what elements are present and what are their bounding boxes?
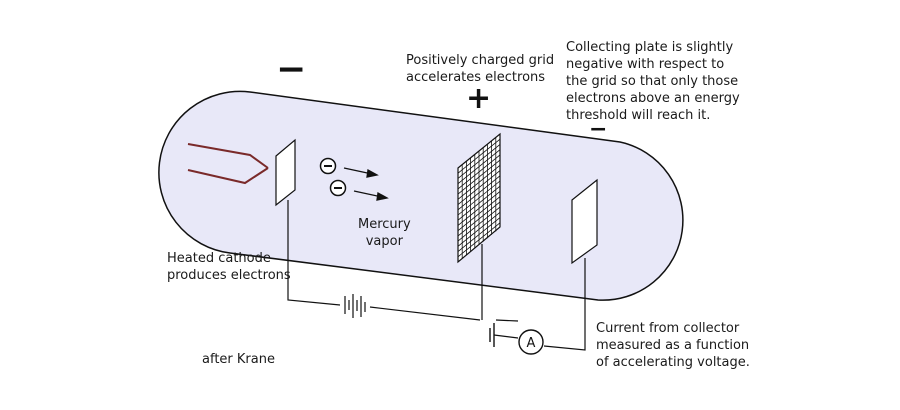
external-circuit [287,200,586,351]
grid-wire-horizontal [457,138,501,174]
grid-wire-horizontal [457,206,501,242]
grid-wire-horizontal [457,212,501,247]
grid-wire-horizontal [457,159,501,195]
grid-wire-horizontal [457,196,501,231]
grid-wire-horizontal [457,175,501,211]
grid-wire-horizontal [457,222,501,258]
filament-leads [187,143,269,185]
bias-cell [489,323,519,347]
grid-wire-horizontal [457,201,501,237]
grid-wire-horizontal [457,154,501,190]
grid-label: Positively charged grid accelerates elec… [406,53,555,85]
current-label: Current from collector measured as a fun… [596,321,750,370]
grid-wire-horizontal [457,165,501,200]
electron-1 [319,157,337,175]
grid-wire-horizontal [457,185,501,221]
grid-wire-horizontal [457,180,501,216]
collecting-plate [571,178,598,265]
accelerating-grid [457,132,501,264]
grid-wire-horizontal [457,144,501,179]
ammeter: A [518,329,544,355]
cathode-label: Heated cathode produces electrons [167,251,291,283]
electron-arrows [343,167,389,201]
battery [344,294,366,318]
grid-wire-horizontal [457,191,501,226]
grid-wire-horizontal [457,149,501,184]
grid-wire-horizontal [457,170,501,205]
grid-wire-horizontal [457,217,501,252]
plate-minus-sign: − [589,117,608,142]
grid-plus-sign: + [466,81,492,116]
credit-label: after Krane [202,352,275,367]
cathode-minus-sign: − [276,49,307,90]
collecting-plate-label: Collecting plate is slightly negative wi… [566,40,740,123]
ammeter-symbol: A [527,336,536,351]
cathode-plate [275,138,296,207]
electron-2 [329,179,347,197]
mercury-vapor-label: Mercury vapor [358,217,411,249]
